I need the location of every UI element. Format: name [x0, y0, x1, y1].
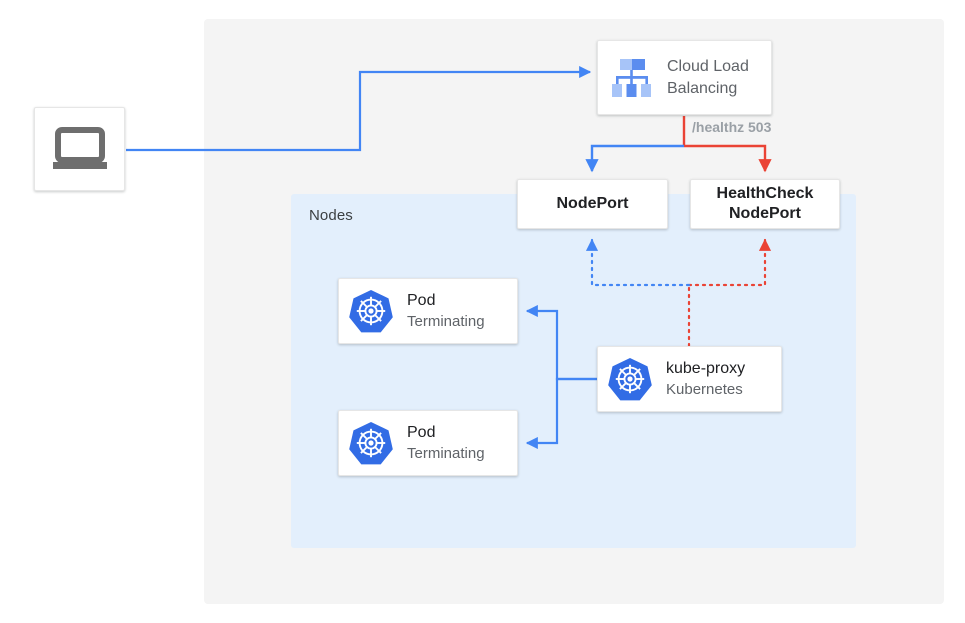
- nodeport-node[interactable]: NodePort: [517, 179, 668, 229]
- healthcheck-nodeport-label: HealthCheck NodePort: [717, 184, 814, 224]
- cloud-load-balancing-label: Cloud Load Balancing: [667, 56, 749, 100]
- kube-proxy-node[interactable]: kube-proxy Kubernetes: [597, 346, 782, 412]
- healthcheck-nodeport-label-line2: NodePort: [728, 205, 801, 222]
- nodes-panel-label: Nodes: [309, 207, 353, 224]
- pod-node-1[interactable]: Pod Terminating: [338, 278, 518, 344]
- kubernetes-icon: [349, 422, 393, 465]
- kube-proxy-subtitle: Kubernetes: [666, 380, 743, 398]
- pod-2-text: Pod Terminating: [407, 423, 485, 464]
- healthcheck-nodeport-node[interactable]: HealthCheck NodePort: [690, 179, 840, 229]
- pod-2-status: Terminating: [407, 444, 485, 462]
- client-node[interactable]: [34, 107, 125, 191]
- kube-proxy-text: kube-proxy Kubernetes: [666, 359, 745, 400]
- cloud-load-balancing-icon: [612, 58, 651, 97]
- cloud-load-balancing-label-line2: Balancing: [667, 79, 738, 97]
- healthz-edge-label: /healthz 503: [692, 119, 772, 135]
- healthcheck-nodeport-label-line1: HealthCheck: [716, 185, 814, 202]
- pod-1-status: Terminating: [407, 312, 485, 330]
- kube-proxy-title: kube-proxy: [666, 359, 746, 377]
- pod-2-title: Pod: [407, 423, 436, 441]
- cloud-load-balancing-node[interactable]: Cloud Load Balancing: [597, 40, 772, 115]
- kubernetes-icon: [608, 358, 652, 401]
- pod-1-text: Pod Terminating: [407, 291, 485, 332]
- kubernetes-icon: [349, 290, 393, 333]
- pod-1-title: Pod: [407, 291, 436, 309]
- laptop-icon: [52, 127, 107, 169]
- nodeport-label: NodePort: [556, 195, 629, 212]
- cloud-load-balancing-label-line1: Cloud Load: [667, 57, 749, 75]
- pod-node-2[interactable]: Pod Terminating: [338, 410, 518, 476]
